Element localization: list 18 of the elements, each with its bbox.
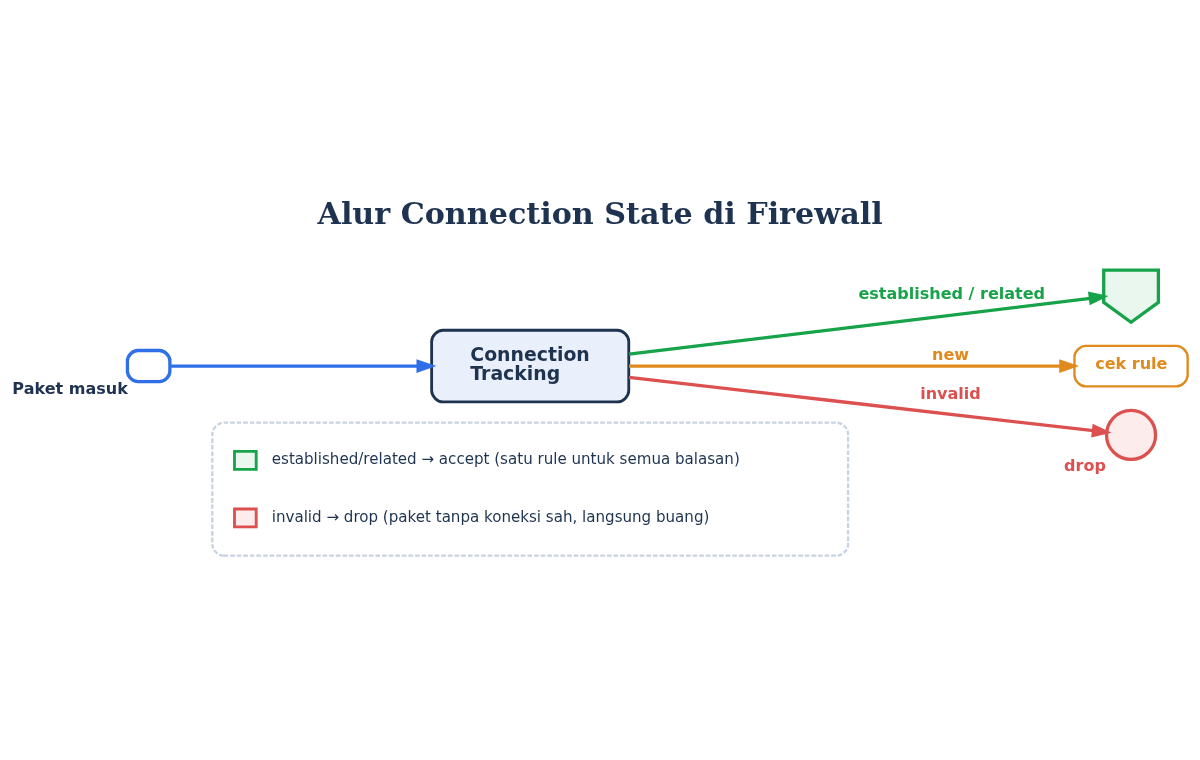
edge-label: established / related — [858, 283, 1046, 303]
node-box — [211, 421, 850, 557]
node-label: drop — [1064, 456, 1106, 476]
arrow — [628, 375, 1112, 438]
node-label: Paket masuk — [12, 378, 128, 398]
node-shield — [1102, 268, 1161, 325]
arrow — [170, 359, 437, 374]
edge-label: new — [932, 345, 970, 365]
legend-label: established/related → accept (satu rule untuk semua balasan) — [271, 450, 740, 468]
edge-label: invalid — [920, 383, 981, 403]
legend-label: invalid → drop (paket tanpa koneksi sah, langsung buang) — [271, 507, 710, 526]
arrow — [629, 359, 1080, 374]
node-box: cek rule — [1073, 344, 1189, 388]
arrow — [628, 291, 1109, 356]
node-circle — [1104, 408, 1158, 462]
diagram-title: Alur Connection State di Firewall — [317, 195, 883, 231]
node-envelope — [125, 348, 172, 384]
node-box: Connection Tracking — [430, 328, 631, 404]
